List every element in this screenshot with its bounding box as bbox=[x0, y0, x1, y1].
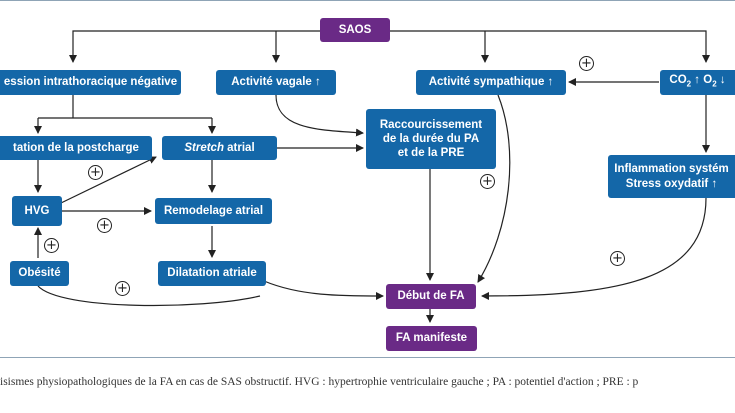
plus-sign-obesite: + bbox=[44, 238, 59, 253]
plus-sign-sympathique: + bbox=[480, 174, 495, 189]
node-inflammation: Inflammation systém Stress oxydatif ↑ bbox=[608, 155, 735, 198]
node-activite-vagale: Activité vagale ↑ bbox=[216, 70, 336, 95]
node-remodelage-label: Remodelage atrial bbox=[163, 204, 264, 217]
node-debut-label: Début de FA bbox=[397, 290, 465, 302]
node-raccourcissement: Raccourcissement de la durée du PA et de… bbox=[366, 109, 496, 169]
node-sympathique-label: Activité sympathique ↑ bbox=[428, 76, 554, 88]
edge-vagale-raccourcissement bbox=[275, 94, 364, 137]
o2-arrow-glyph: ↓ bbox=[719, 74, 726, 87]
node-fa-manifeste: FA manifeste bbox=[386, 326, 477, 351]
edge-saos-right bbox=[390, 30, 710, 63]
node-stretch-label: Stretch atrial bbox=[184, 142, 254, 155]
diagram-arrows bbox=[34, 30, 710, 323]
stretch-rest: atrial bbox=[223, 141, 255, 154]
node-saos: SAOS bbox=[320, 18, 390, 42]
edge-hvg-stretch bbox=[60, 156, 157, 204]
node-remodelage-atrial: Remodelage atrial bbox=[155, 198, 272, 224]
node-hvg: HVG bbox=[12, 196, 62, 226]
plus-sign-co2: + bbox=[579, 56, 594, 71]
node-saos-label: SAOS bbox=[338, 23, 372, 36]
co2-text: CO bbox=[669, 74, 687, 87]
node-obesite-label: Obésité bbox=[18, 267, 61, 279]
node-dilatation-label: Dilatation atriale bbox=[167, 267, 257, 279]
o2-text: O bbox=[703, 74, 713, 87]
plus-sign-obesite-debut: + bbox=[115, 281, 130, 296]
node-manifeste-label: FA manifeste bbox=[395, 332, 468, 344]
edge-obesite-debut bbox=[37, 285, 261, 307]
node-hvg-label: HVG bbox=[24, 204, 50, 217]
node-vagale-label: Activité vagale ↑ bbox=[231, 76, 321, 88]
node-postcharge-label: tation de la postcharge bbox=[13, 141, 139, 154]
figure-caption: isismes physiopathologiques de la FA en … bbox=[0, 376, 639, 388]
co2-arrow-glyph: ↑ bbox=[694, 74, 701, 87]
edge-saos-branches bbox=[69, 30, 320, 63]
edge-inflammation-debut bbox=[481, 197, 707, 300]
edge-dilatation-debut bbox=[263, 280, 384, 300]
frame-top-border bbox=[0, 0, 735, 1]
node-postcharge: tation de la postcharge bbox=[0, 136, 152, 160]
o2-subscript: 2 bbox=[712, 79, 717, 89]
plus-sign-hvg-remodelage: + bbox=[97, 218, 112, 233]
edge-sympathique-debut bbox=[477, 94, 511, 283]
node-debut-fa: Début de FA bbox=[386, 284, 476, 309]
stretch-em: Stretch bbox=[184, 141, 224, 154]
plus-sign-hvg-stretch: + bbox=[88, 165, 103, 180]
node-co2-label: CO2 ↑ O2 ↓ bbox=[669, 74, 725, 90]
node-pression-label: ession intrathoracique négative bbox=[3, 76, 178, 88]
node-stretch-atrial: Stretch atrial bbox=[162, 136, 277, 160]
edge-pression-split bbox=[38, 95, 212, 119]
node-pression-intrathoracique: ession intrathoracique négative bbox=[0, 70, 181, 95]
node-co2-o2: CO2 ↑ O2 ↓ bbox=[660, 70, 735, 95]
node-raccourcissement-label: Raccourcissement de la durée du PA et de… bbox=[379, 119, 483, 159]
node-dilatation-atriale: Dilatation atriale bbox=[158, 261, 266, 286]
plus-sign-inflammation: + bbox=[610, 251, 625, 266]
co2-subscript: 2 bbox=[686, 79, 692, 89]
node-obesite: Obésité bbox=[10, 261, 69, 286]
diagram-frame: SAOS ession intrathoracique négative Act… bbox=[0, 0, 735, 358]
node-inflammation-label: Inflammation systém Stress oxydatif ↑ bbox=[614, 162, 729, 190]
node-activite-sympathique: Activité sympathique ↑ bbox=[416, 70, 566, 95]
